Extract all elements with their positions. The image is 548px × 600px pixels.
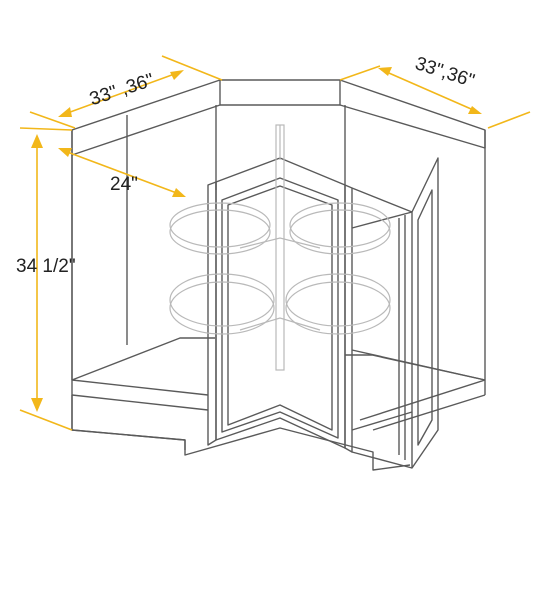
upper-shelf-right-edge <box>289 209 391 255</box>
arrow-depth-end <box>172 188 186 197</box>
upper-shelf-notch <box>239 237 321 249</box>
right-door-outer <box>411 157 439 469</box>
arrow-width-right-end <box>468 106 482 114</box>
lower-shelf-left-edge <box>169 281 275 335</box>
arrow-depth-start <box>58 148 72 157</box>
cabinet-top-center <box>220 79 341 106</box>
width-right-line <box>381 69 479 113</box>
upper-shelf-left-edge <box>169 209 271 255</box>
width-right-label: 33",36" <box>412 53 477 92</box>
right-door-panel <box>417 189 433 446</box>
center-pole <box>275 124 285 371</box>
left-stile <box>207 181 217 446</box>
right-floor-line <box>359 379 486 421</box>
bottom-left-front <box>71 379 209 396</box>
right-door-frame-bottom <box>351 451 413 469</box>
width-left-label: 33" ,36" <box>87 70 157 110</box>
lower-shelf-right <box>285 273 391 327</box>
dimension-arrows <box>31 67 482 412</box>
bottom-right-front <box>372 394 486 431</box>
width-right-ext-a <box>339 65 381 81</box>
height-ext-top <box>19 127 73 131</box>
height-label: 34 1/2" <box>16 256 76 277</box>
toe-kick-left <box>71 395 411 471</box>
bottom-left-floor <box>71 337 215 381</box>
width-right-ext-b <box>487 111 531 129</box>
upper-shelf-right <box>289 202 391 248</box>
toe-kick-top <box>71 394 209 411</box>
arrow-width-right-start <box>378 67 392 76</box>
arrow-width-left-start <box>58 107 72 117</box>
arrow-height-bottom <box>31 398 43 412</box>
arrow-height-top <box>31 134 43 148</box>
lower-shelf-right-edge <box>285 281 391 335</box>
right-interior-shelf <box>351 349 486 381</box>
right-door-frame-top <box>351 187 413 213</box>
arrow-width-left-end <box>170 70 184 80</box>
height-ext-bottom <box>19 409 73 431</box>
left-door-inner <box>227 185 333 431</box>
right-door-frame-bot2 <box>351 411 413 431</box>
right-stile <box>344 184 353 453</box>
lower-shelf-notch <box>239 317 321 331</box>
dimension-lines <box>19 55 531 431</box>
depth-line <box>61 149 183 196</box>
lower-shelf-left <box>169 273 275 327</box>
upper-shelf-left <box>169 202 271 248</box>
lazy-susan <box>169 124 391 371</box>
width-left-line <box>61 71 181 116</box>
width-left-ext-a <box>29 111 76 129</box>
bottom-right-floor <box>345 354 486 381</box>
width-left-ext-b <box>161 55 223 81</box>
cabinet-outline <box>71 79 486 471</box>
cabinet-top-right <box>339 79 486 149</box>
left-door-panel <box>221 177 339 439</box>
depth-label: 24" <box>110 174 138 195</box>
